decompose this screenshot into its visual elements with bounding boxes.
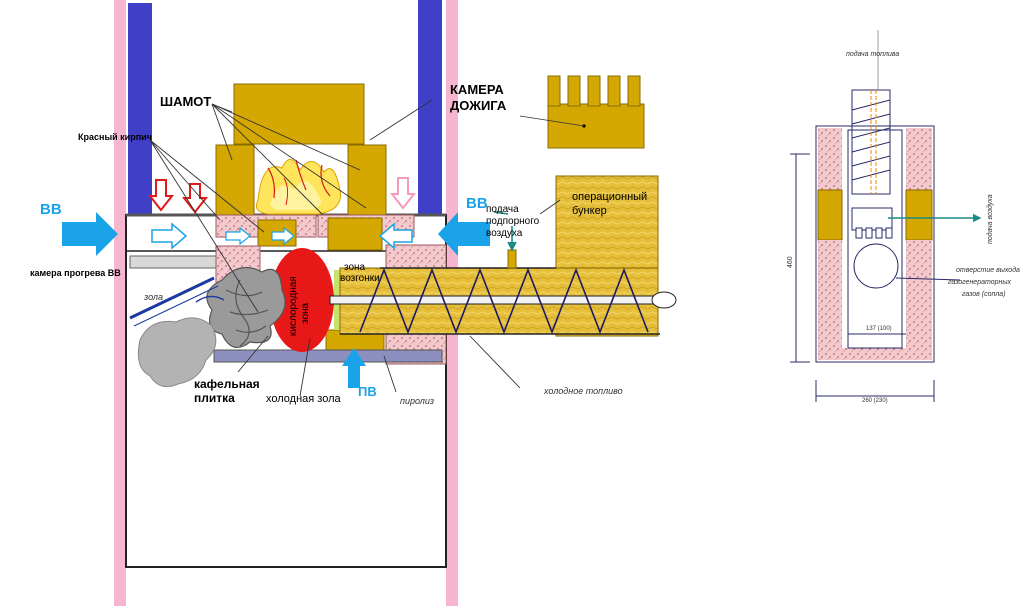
tile-label-2: плитка <box>194 391 235 405</box>
air-feed-label: подача воздуха <box>986 194 994 244</box>
pv-label: ПВ <box>358 384 377 399</box>
vv-left-arrow <box>62 212 118 256</box>
svg-text:зона: зона <box>300 302 311 324</box>
ash-zone-label: зола <box>143 292 163 302</box>
vv-right-label: ВВ <box>466 195 488 212</box>
afterburn-chamber-top <box>233 83 365 145</box>
nozzle-label-1: отверстие выхода <box>956 266 1020 274</box>
afterburn-comb-icon <box>519 75 645 149</box>
afterburn-label-1: КАМЕРА <box>450 82 504 97</box>
cold-ash-pile <box>137 317 217 388</box>
ash-scribble <box>206 266 286 349</box>
sublimation-label-1: зона <box>344 262 366 273</box>
pink-down-arrow <box>389 177 417 210</box>
pv-up-arrow <box>342 348 366 388</box>
nozzle-label-2: газогенераторных <box>948 279 1012 286</box>
left-pink-wall <box>114 0 126 606</box>
right-blue-bar <box>418 0 442 215</box>
bunker-label-2: бункер <box>572 205 607 217</box>
left-blue-bar <box>128 3 152 215</box>
cold-fuel-label: холодное топливо <box>543 386 623 396</box>
section-drawing <box>790 89 961 402</box>
tile-label-1: кафельная <box>194 377 260 391</box>
flame-icon <box>255 159 342 215</box>
sublimation-label-2: возгонки <box>340 273 380 284</box>
shamot-right <box>347 144 387 216</box>
bunker-label-1: операционный <box>572 191 647 203</box>
dim-width-label: 260 (230) <box>862 398 888 404</box>
dim-inner-label: 137 (100) <box>866 326 892 332</box>
boost-air-label-3: воздуха <box>486 228 523 239</box>
shamot-left <box>215 144 255 216</box>
red-down-arrow-2 <box>181 183 209 214</box>
dim-height-label: 460 <box>787 256 794 268</box>
preheat-chamber-label: камера прогрева ВВ <box>30 268 121 278</box>
vv-right-arrow <box>438 212 490 256</box>
shamot-label: ШАМОТ <box>160 94 211 109</box>
afterburn-label-2: ДОЖИГА <box>450 98 507 113</box>
svg-text:подача воздуха: подача воздуха <box>986 194 994 244</box>
red-brick-label: Красный кирпич <box>78 132 152 142</box>
boost-air-label-1: подача <box>486 204 519 215</box>
cold-ash-label: холодная зола <box>266 393 342 405</box>
red-down-arrow-1 <box>147 179 175 212</box>
nozzle-label-3: газов (сопла) <box>962 291 1006 298</box>
svg-text:460: 460 <box>787 256 794 268</box>
auger-shaft <box>329 295 675 305</box>
fuel-feed-label: подача топлива <box>846 50 899 58</box>
svg-text:кислородная: кислородная <box>288 276 299 336</box>
oxygen-zone-label: кислородная зона <box>288 276 311 336</box>
boost-air-label-2: подпорного <box>486 216 540 227</box>
oxygen-zone <box>270 248 334 352</box>
vv-left-label: ВВ <box>40 201 62 218</box>
auger-flights <box>359 267 649 335</box>
pyrolysis-label: пиролиз <box>400 396 434 406</box>
